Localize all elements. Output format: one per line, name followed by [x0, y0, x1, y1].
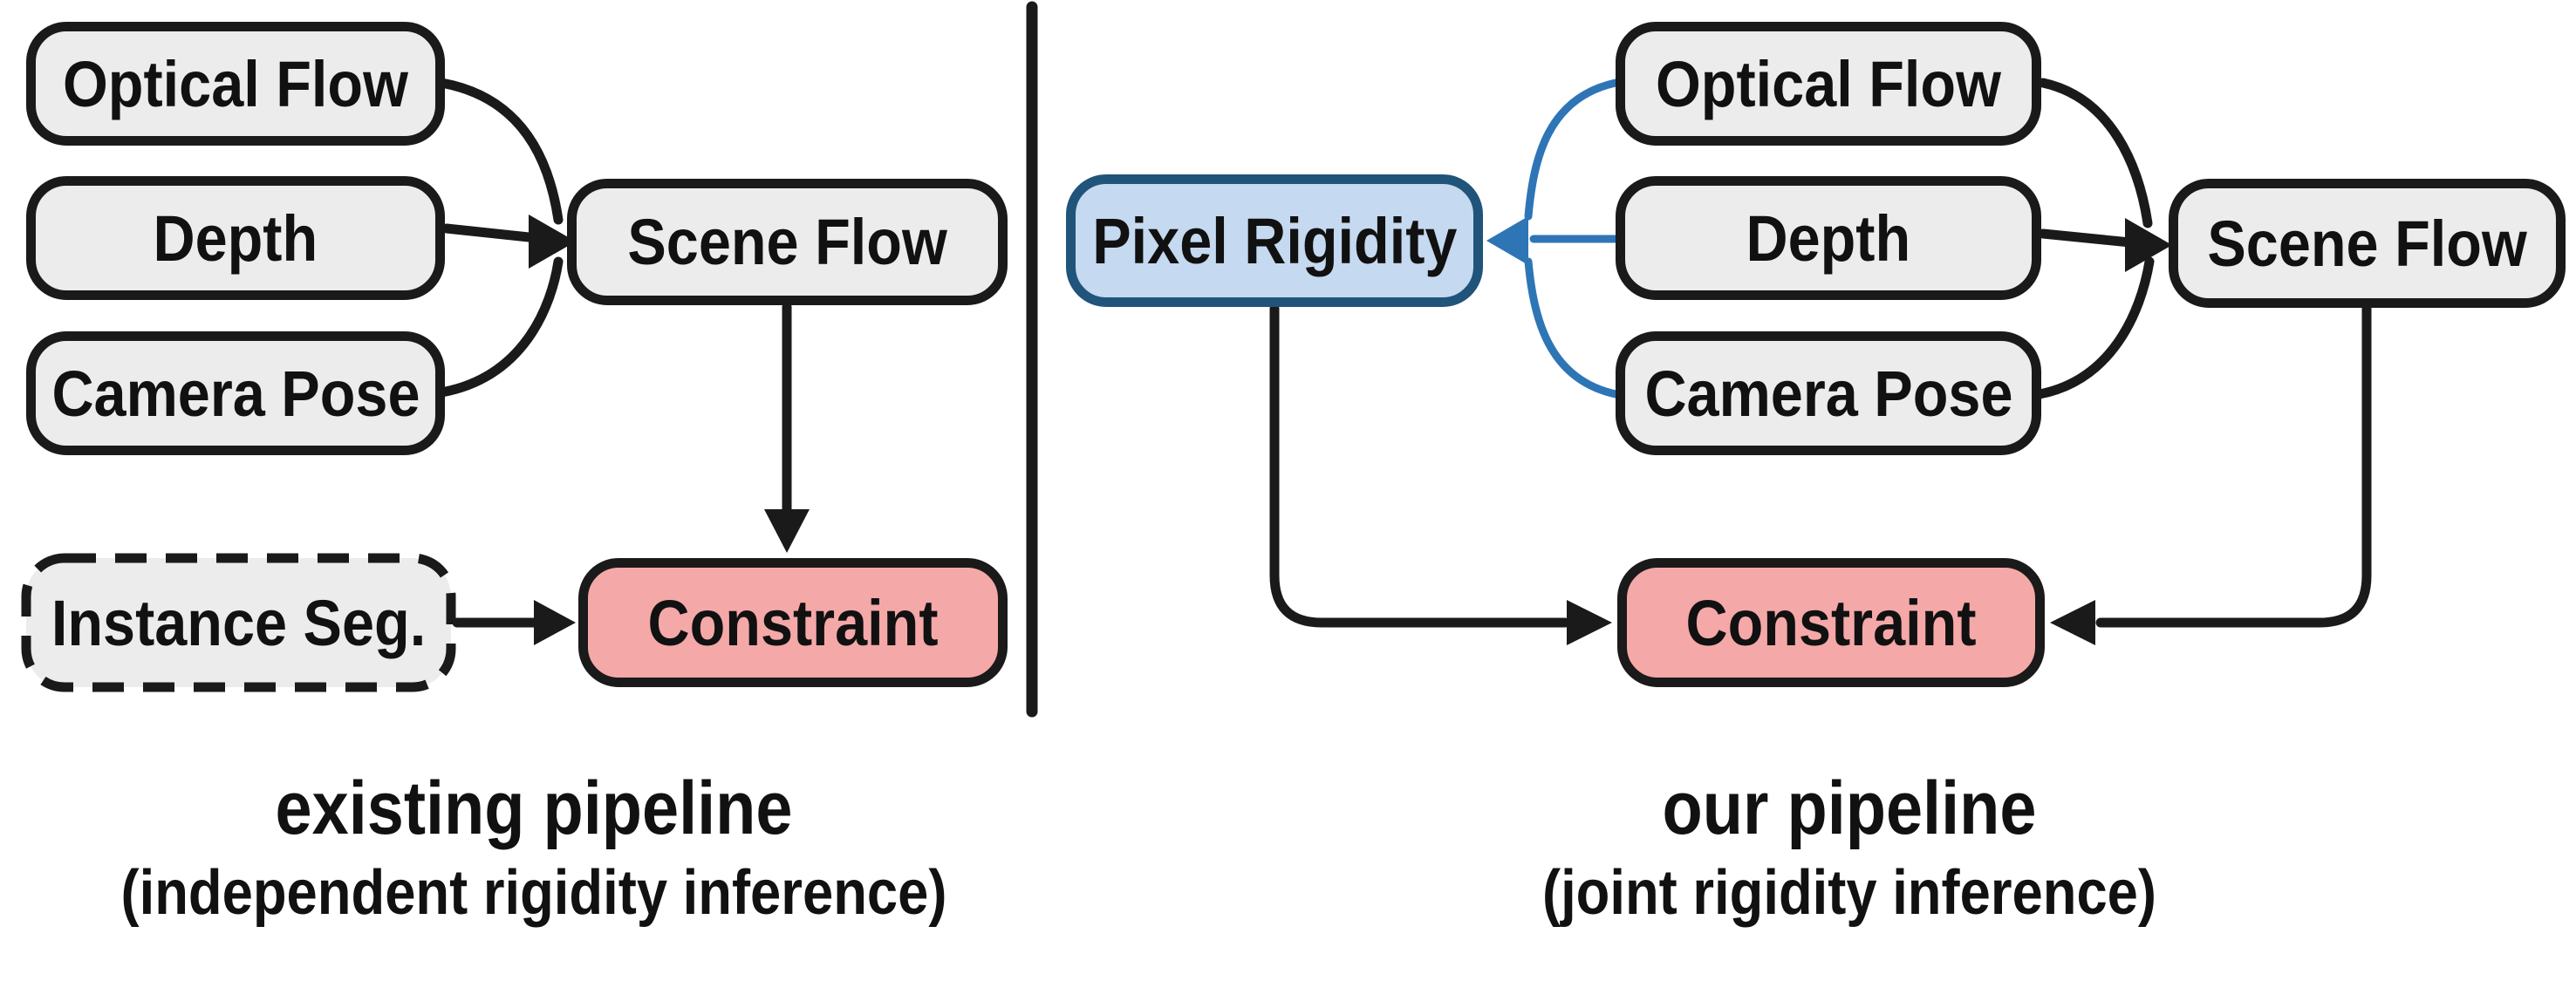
edge-right-depth-sceneflow — [2038, 228, 2144, 249]
caption-right-subtitle: (joint rigidity inference) — [1541, 858, 2157, 928]
node-right-scene-flow: Scene Flow — [2169, 179, 2566, 308]
arrowhead-left-constraint-left — [534, 600, 576, 645]
node-left-depth: Depth — [26, 176, 445, 300]
edge-right-sceneflow-constraint — [2095, 303, 2372, 628]
node-instance-seg-outline — [21, 553, 456, 692]
node-right-pixel-rigidity-label: Pixel Rigidity — [1091, 204, 1458, 277]
arrowhead-left-sceneflow — [529, 215, 576, 269]
edge-right-camerapose-pixelrigidity — [1524, 257, 1620, 399]
node-right-camera-pose: Camera Pose — [1616, 331, 2041, 455]
node-right-camera-pose-label: Camera Pose — [1643, 357, 2013, 430]
node-right-constraint: Constraint — [1617, 558, 2045, 687]
arrowhead-left-constraint-top — [764, 509, 810, 553]
node-right-scene-flow-label: Scene Flow — [2207, 207, 2527, 280]
node-right-depth-label: Depth — [1746, 201, 1911, 275]
node-right-pixel-rigidity: Pixel Rigidity — [1066, 174, 1483, 307]
edge-right-camerapose-sceneflow — [2034, 256, 2155, 399]
edge-right-opticalflow-pixelrigidity — [1524, 78, 1620, 221]
arrowhead-right-constraint-left — [1567, 600, 1612, 645]
edge-left-opticalflow-sceneflow — [436, 78, 564, 225]
caption-right-title: our pipeline — [1662, 766, 2037, 850]
node-left-scene-flow: Scene Flow — [567, 179, 1008, 305]
node-right-optical-flow-label: Optical Flow — [1656, 47, 2001, 120]
edge-right-opticalflow-sceneflow — [2038, 78, 2153, 228]
node-left-constraint: Constraint — [578, 558, 1008, 687]
caption-left-pipeline: existing pipeline (independent rigidity … — [26, 771, 1042, 924]
node-right-optical-flow: Optical Flow — [1616, 22, 2041, 146]
caption-right-pipeline: our pipeline (joint rigidity inference) — [1342, 771, 2357, 924]
node-left-depth-label: Depth — [153, 201, 318, 275]
node-right-constraint-label: Constraint — [1685, 586, 1977, 659]
arrowhead-right-constraint-right — [2050, 600, 2095, 645]
edge-right-pixelrigidity-constraint — [1269, 303, 1570, 628]
node-left-optical-flow-label: Optical Flow — [63, 47, 408, 120]
node-left-constraint-label: Constraint — [647, 586, 939, 659]
node-left-camera-pose-label: Camera Pose — [51, 357, 420, 430]
node-left-camera-pose: Camera Pose — [26, 331, 445, 455]
arrowhead-right-sceneflow — [2125, 218, 2172, 272]
node-left-instance-seg: Instance Seg. — [26, 558, 451, 687]
caption-left-subtitle: (independent rigidity inference) — [120, 858, 947, 928]
edge-left-camerapose-sceneflow — [436, 256, 564, 398]
node-right-depth: Depth — [1616, 176, 2041, 300]
node-left-optical-flow: Optical Flow — [26, 22, 445, 146]
arrowhead-right-pixelrigidity — [1486, 216, 1528, 265]
node-left-instance-seg-label: Instance Seg. — [51, 586, 427, 659]
caption-left-title: existing pipeline — [275, 766, 793, 850]
node-left-scene-flow-label: Scene Flow — [627, 206, 947, 278]
